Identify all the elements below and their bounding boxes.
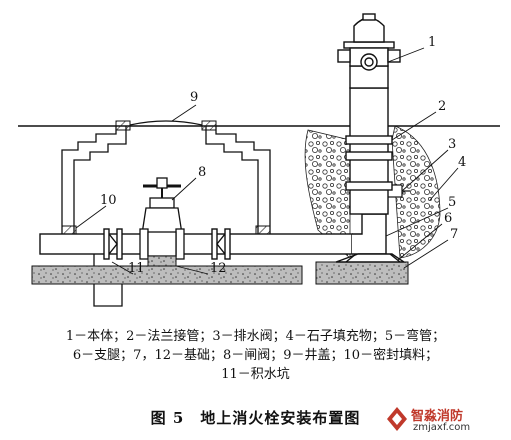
leader-lines: [75, 47, 459, 275]
hydrant-body: [337, 13, 401, 215]
main-pipe: [39, 228, 353, 260]
callout-11: 11: [128, 261, 145, 276]
legend-line-2: 6－支腿；7，12－基础；8－闸阀；9－井盖；10－密封填料；: [72, 348, 439, 363]
callout-numbers: 1 2 3 4 5 6 7 8 9 10 11 12: [100, 35, 466, 276]
callout-10: 10: [100, 193, 117, 208]
callout-7: 7: [450, 227, 458, 242]
watermark-title: 智淼消防: [411, 409, 464, 424]
callout-1: 1: [428, 35, 436, 50]
callout-12: 12: [210, 261, 227, 276]
foundation-base: [31, 261, 409, 285]
hydrant-installation-diagram: 1 2 3 4 5 6 7 8 9 10 11 12: [18, 13, 500, 307]
gate-valve: [139, 177, 185, 260]
gravel-fill: [304, 125, 441, 259]
valve-chamber-walls: [61, 126, 271, 240]
callout-3: 3: [448, 137, 456, 152]
legend-line-1: 1－本体；2－法兰接管；3－排水阀；4－石子填充物；5－弯管；: [65, 329, 446, 344]
callout-9: 9: [190, 90, 198, 105]
callout-4: 4: [458, 155, 466, 170]
watermark-url: zmjaxf.com: [413, 422, 471, 433]
watermark-logo: 智淼消防 zmjaxf.com: [385, 405, 505, 437]
callout-5: 5: [448, 195, 456, 210]
callout-6: 6: [444, 211, 452, 226]
callout-2: 2: [438, 99, 446, 114]
legend-line-3: 11－积水坑: [221, 367, 290, 382]
figure-caption: 图 5 地上消火栓安装布置图: [150, 409, 361, 427]
callout-8: 8: [198, 165, 206, 180]
logo-icon: [387, 407, 407, 431]
well-cover: [115, 120, 217, 131]
